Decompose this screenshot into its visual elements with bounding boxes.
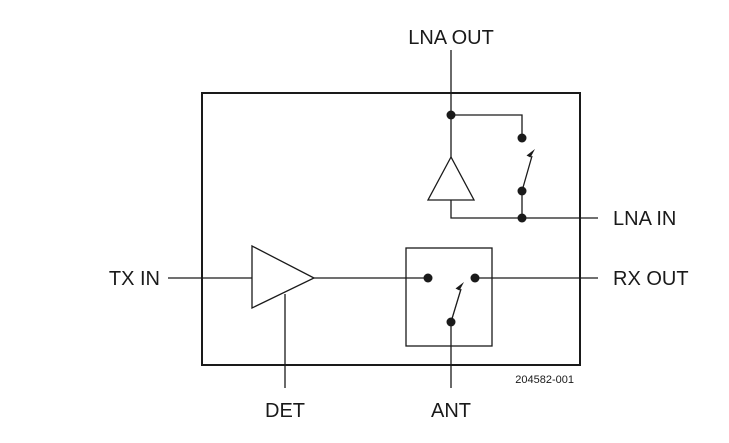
lna-bypass-top-wire <box>451 114 523 138</box>
ant-label: ANT <box>431 400 471 422</box>
lna-in-node <box>517 213 527 223</box>
package-outline <box>201 92 581 366</box>
rx-out-label: RX OUT <box>613 268 689 290</box>
lna-input-wire <box>450 200 522 219</box>
figure-id: 204582-001 <box>515 374 574 386</box>
tx-in-label: TX IN <box>109 268 160 290</box>
tr-switch-arrow <box>455 282 464 291</box>
bypass-switch-blade <box>521 155 533 192</box>
tr-switch-blade <box>450 288 462 323</box>
lna-out-label: LNA OUT <box>408 27 494 49</box>
pa-amplifier <box>251 244 316 310</box>
lna-in-label: LNA IN <box>613 208 676 230</box>
lna-amplifier <box>426 155 476 201</box>
bypass-switch-arrow <box>526 149 535 158</box>
tr-switch-box <box>405 247 493 347</box>
det-label: DET <box>265 400 305 422</box>
tr-switch-tx-contact <box>423 273 433 283</box>
bypass-switch-top-contact <box>517 133 527 143</box>
